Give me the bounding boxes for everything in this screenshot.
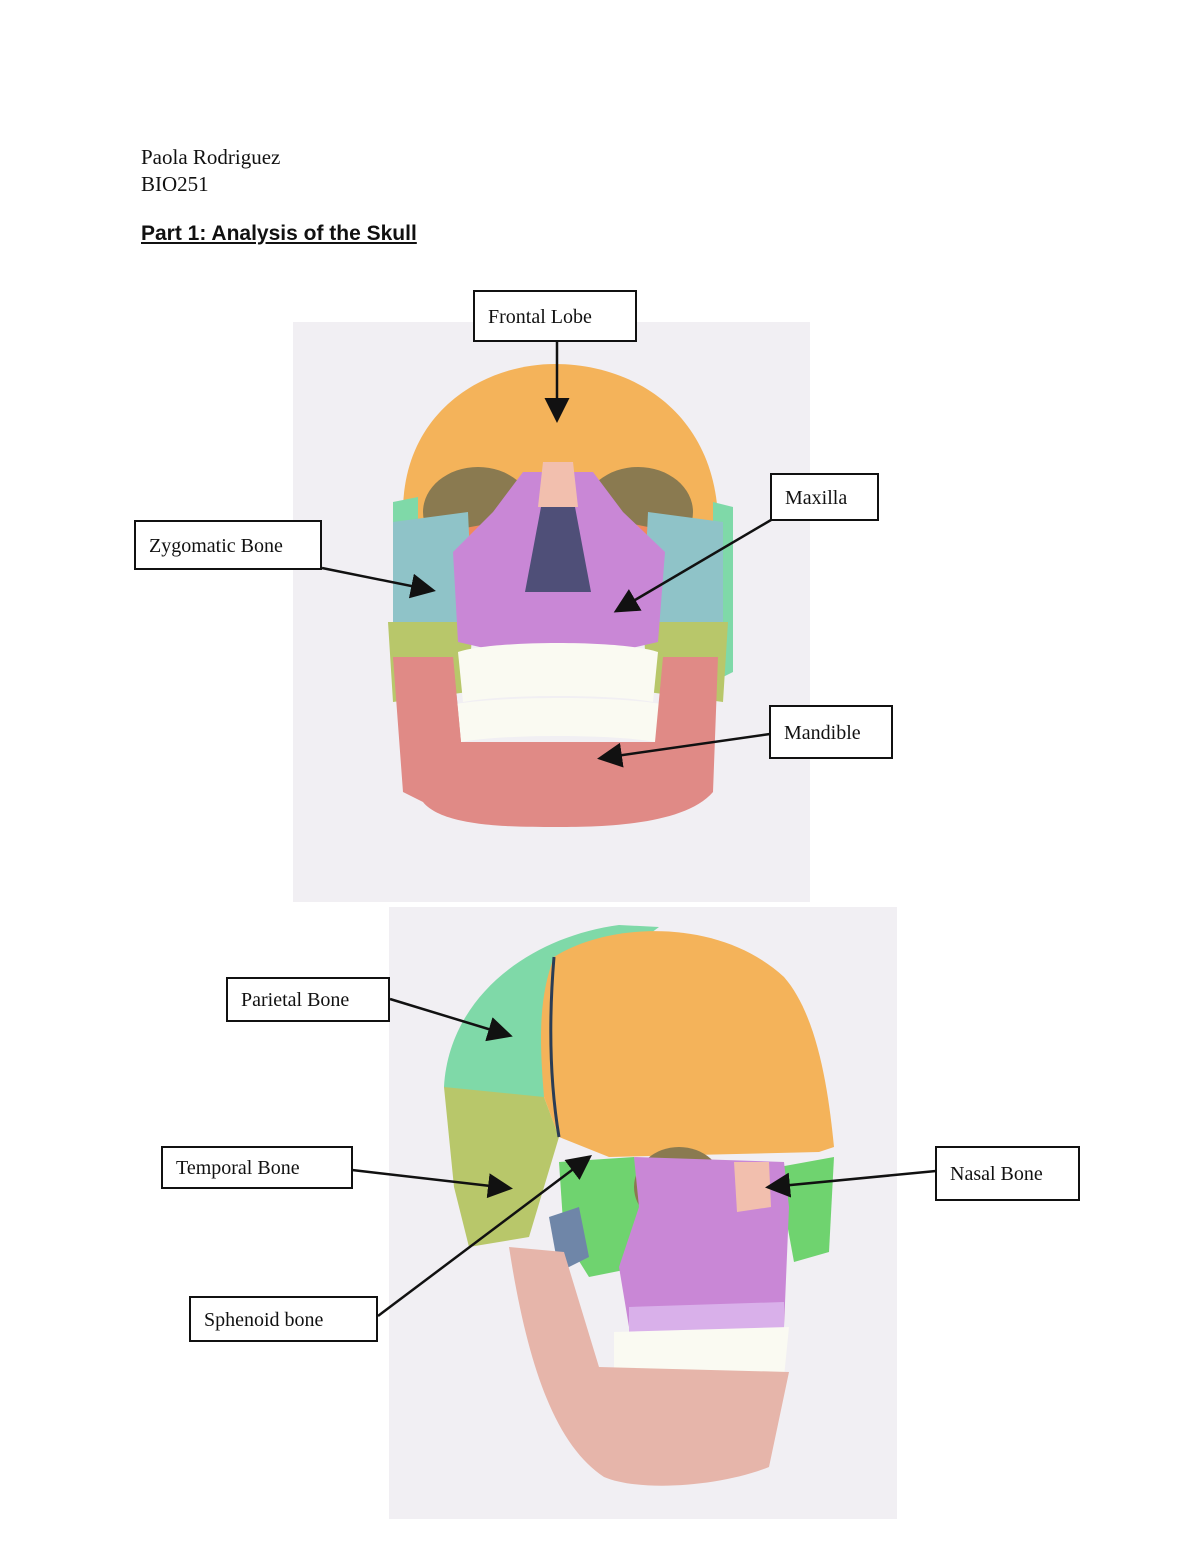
course-code: BIO251 — [141, 172, 209, 196]
label-sphenoid-bone: Sphenoid bone — [189, 1296, 378, 1342]
skull-oblique-view-image — [389, 907, 897, 1519]
label-zygomatic-bone: Zygomatic Bone — [134, 520, 322, 570]
label-parietal-bone: Parietal Bone — [226, 977, 390, 1022]
label-frontal-lobe: Frontal Lobe — [473, 290, 637, 342]
part-title: Part 1: Analysis of the Skull — [141, 222, 417, 245]
label-maxilla: Maxilla — [770, 473, 879, 521]
skull-front-view-image — [293, 322, 810, 902]
label-mandible: Mandible — [769, 705, 893, 759]
label-temporal-bone: Temporal Bone — [161, 1146, 353, 1189]
label-nasal-bone: Nasal Bone — [935, 1146, 1080, 1201]
author-name: Paola Rodriguez — [141, 145, 281, 169]
